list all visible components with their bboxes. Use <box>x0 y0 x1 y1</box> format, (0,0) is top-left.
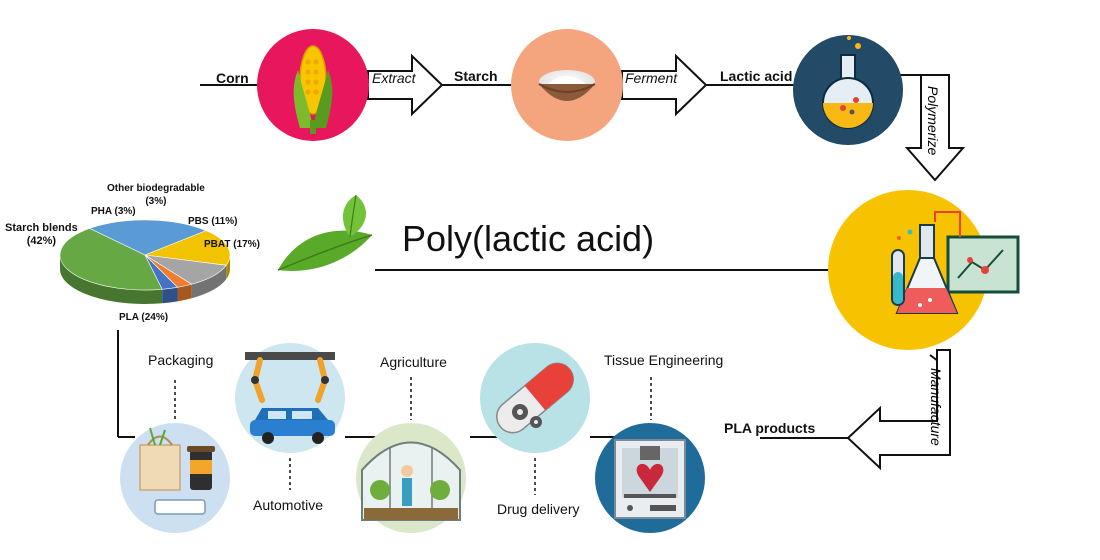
polymerize-label: Polymerize <box>925 86 941 156</box>
starch-label: Starch <box>454 68 498 84</box>
pie-label-pbs: PBS (11%) <box>188 216 238 227</box>
tissue-engineering-circle <box>595 423 705 533</box>
manufacture-label: Manufacture <box>928 368 944 446</box>
extract-arrow <box>367 53 444 117</box>
starch-bowl-icon <box>538 70 596 101</box>
flask-icon <box>822 36 874 129</box>
pie-slice-5 <box>144 254 179 290</box>
pie-label-other-name: Other biodegradable <box>107 183 205 194</box>
pie-slice-2 <box>143 230 231 266</box>
leaf-icon <box>277 194 373 271</box>
corn-circle <box>257 29 369 141</box>
polymerize-arrow <box>904 74 966 182</box>
ferment-label: Ferment <box>625 70 678 86</box>
top-flow-lines <box>117 74 951 439</box>
automotive-label: Automotive <box>253 497 324 513</box>
tissue-engineering-label: Tissue Engineering <box>604 352 724 368</box>
pie-side-0 <box>60 255 163 304</box>
drug-delivery-label: Drug delivery <box>497 501 580 517</box>
extract-label: Extract <box>372 70 416 86</box>
pie-label-other: Other biodegradable (3%) <box>107 182 205 208</box>
pie-slice-1 <box>89 219 207 256</box>
packaging-icon <box>139 427 215 515</box>
pie-label-other-pct: (3%) <box>145 196 167 207</box>
ferment-arrow <box>621 53 708 117</box>
drug-delivery-circle <box>480 343 590 453</box>
lactic-acid-circle <box>793 35 903 145</box>
pie-label-starch-blends: Starch blends (42%) <box>5 222 78 248</box>
pie-slice-0 <box>59 228 163 291</box>
lactic-acid-label: Lactic acid <box>720 68 793 84</box>
manufacture-arrow <box>846 349 951 471</box>
pie-label-starch-pct: (42%) <box>26 235 57 247</box>
poly-lactic-acid-title: Poly(lactic acid) <box>402 218 655 259</box>
3d-printer-icon <box>614 439 686 519</box>
pie-side-5 <box>162 287 178 304</box>
agriculture-label: Agriculture <box>380 354 447 370</box>
agriculture-circle <box>356 423 466 533</box>
pie-label-pbat: PBAT (17%) <box>204 239 260 250</box>
lab-glassware-icon <box>891 211 1020 314</box>
starch-circle <box>511 29 623 141</box>
pie-label-pla: PLA (24%) <box>119 312 169 323</box>
pla-circle <box>828 190 1020 350</box>
bioplastics-pie-chart <box>59 219 231 304</box>
pla-products-label: PLA products <box>724 420 816 436</box>
greenhouse-icon <box>361 441 461 521</box>
capsule-icon <box>496 362 574 434</box>
pie-label-starch-name: Starch blends <box>5 222 78 234</box>
packaging-label: Packaging <box>148 352 214 368</box>
pie-side-4 <box>177 284 192 302</box>
application-dashed-leaders <box>174 377 652 495</box>
pie-label-pha: PHA (3%) <box>91 206 136 217</box>
automotive-circle <box>235 343 345 453</box>
automotive-robot-icon <box>245 352 335 444</box>
packaging-circle <box>120 423 230 533</box>
corn-icon <box>293 45 333 134</box>
corn-label: Corn <box>216 70 249 86</box>
